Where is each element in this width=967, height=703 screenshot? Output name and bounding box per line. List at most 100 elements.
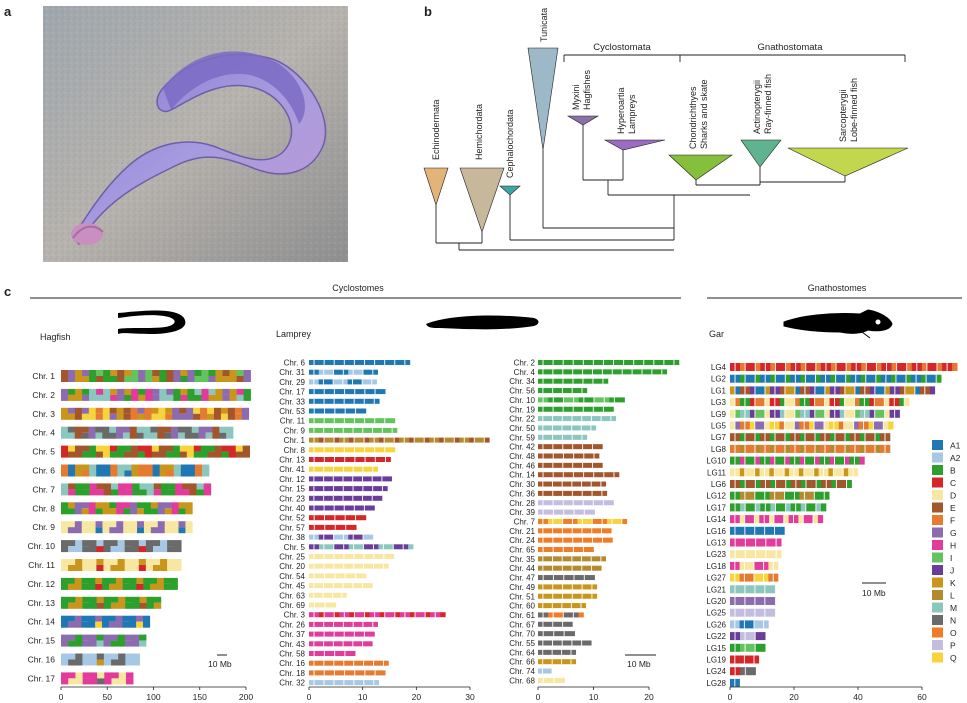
segment-D [768,561,774,570]
chr-label: LG11 [707,468,727,477]
chr-label: Chr. 10 [509,396,535,405]
legend-swatch [932,552,943,563]
segment-gap [600,416,602,422]
segment-D [770,550,777,559]
segment-E [765,480,771,488]
chr-label: Chr. 64 [509,648,535,657]
segment-A1 [835,374,841,383]
segment-E [130,445,139,458]
segment-B [770,433,776,442]
segment-C [911,363,918,371]
chr-label: LG3 [711,398,727,407]
segment-A1 [749,526,756,535]
segment-gap [323,554,325,559]
segment-A1 [340,408,346,414]
segment-C [375,457,381,462]
chromosome-bar [538,537,613,543]
segment-F [383,660,389,666]
segment-D [313,563,320,569]
segment-E [562,444,569,450]
segment-A1 [314,398,320,404]
segment-gap [334,515,336,521]
segment-gap [591,565,593,571]
segment-gap [333,563,335,569]
segment-B [168,483,176,490]
segment-B [75,634,83,647]
segment-A1 [730,374,736,383]
chromosome-bar [730,608,776,617]
header-gnathostomes: Gnathostomes [808,283,867,293]
segment-N [95,426,103,433]
segment-B [109,451,118,458]
segment-A1 [759,386,766,395]
segment-gap [313,631,315,637]
segment-C [409,612,416,618]
segment-H [749,515,755,524]
segment-A1 [354,398,360,404]
segment-I [879,409,885,418]
segment-D [330,602,337,608]
segment-K [843,468,849,477]
chromosome-bar [538,528,612,534]
segment-G [157,502,165,515]
segment-gap [744,550,746,559]
chromosome-bar [538,360,680,365]
taxon-hyperoartia-common: Lampreys [627,94,637,134]
segment-F [739,573,745,582]
segment-F [745,444,751,453]
segment-gap [382,660,384,666]
segment-gap [443,437,445,443]
segment-gap [814,433,816,442]
segment-I [374,418,381,424]
chromosome-bar [538,509,595,515]
segment-O [572,537,578,543]
segment-G [734,421,741,430]
segment-K [824,386,831,395]
segment-F [328,660,335,666]
segment-N [136,432,144,439]
chromosome-bar [61,634,147,647]
segment-M [581,434,588,440]
segment-B [173,388,181,401]
segment-D [358,554,365,559]
segment-E [775,433,781,442]
segment-G [136,615,144,622]
segment-G [109,527,117,534]
segment-E [850,433,856,442]
segment-gap [343,505,345,511]
segment-A1 [122,621,130,628]
segment-gap [754,421,756,430]
segment-gap [562,537,564,543]
segment-D [844,398,850,407]
segment-B [139,634,147,641]
segment-J [889,386,896,395]
chromosome-bar [538,481,607,487]
segment-gap [843,421,845,430]
segment-gap [313,602,315,608]
segment-I [323,427,329,433]
segment-C [136,583,144,590]
segment-gap [542,612,544,618]
segment-C [820,363,827,371]
segment-A2 [754,620,760,629]
segment-gap [591,518,593,524]
segment-C [379,612,386,618]
segment-B [132,483,140,496]
segment-L [581,556,587,562]
segment-K [769,468,775,477]
segment-gap [591,584,593,590]
segment-gap [884,386,886,395]
segment-B [548,397,554,403]
scale-bar-hagfish: 10 Mb [208,654,232,669]
taxon-actinopterygii: Actinopterygii [752,80,762,134]
segment-A2 [343,680,350,686]
segment-D [343,563,350,569]
segment-gap [374,360,376,365]
segment-D [388,554,395,559]
segment-C [730,363,736,371]
chr-label: Chr. 46 [509,461,535,470]
segment-E [591,481,597,487]
segment-B [815,374,821,383]
segment-A1 [122,615,130,622]
segment-E [538,453,544,459]
